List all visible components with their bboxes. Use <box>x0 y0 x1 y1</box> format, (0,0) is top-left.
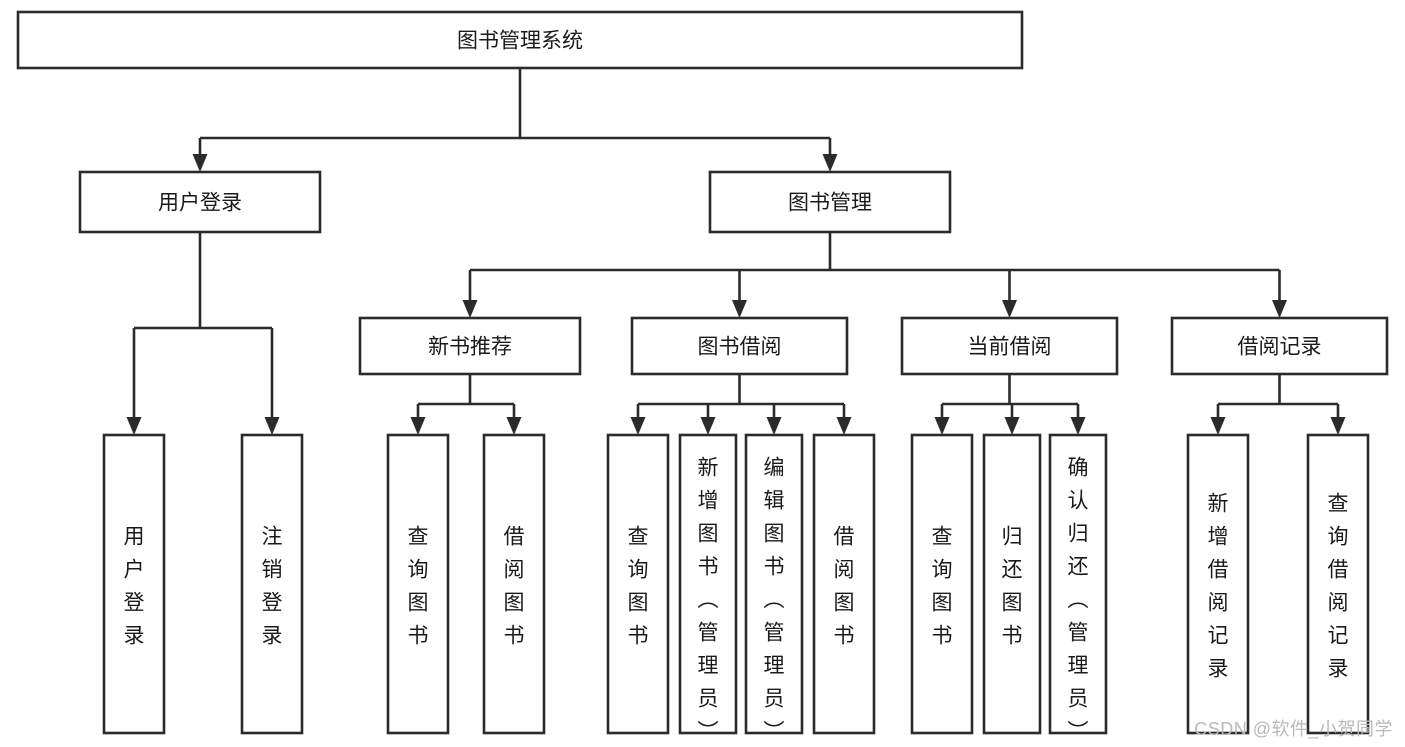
node-level3-2-rect <box>900 316 1119 376</box>
watermark-text: CSDN @软件_小贺同学 <box>1194 719 1393 739</box>
node-book-management-label: 图书管理 <box>788 192 872 215</box>
user-login-to-leaves-arrow-1-head <box>264 417 280 435</box>
leaf-current-borrow-1-rect <box>982 433 1042 735</box>
node-layer: 图书管理系统用户登录图书管理新书推荐图书借阅当前借阅借阅记录用户登录注销登录查询… <box>16 10 1389 744</box>
leaf-recommend-1-rect <box>482 433 546 735</box>
books-to-level3-arrow-1-head <box>732 300 747 318</box>
leaf-book-borrow-2-rect <box>744 433 804 735</box>
books-to-level3-arrow-3-head <box>1272 300 1287 318</box>
leaf-current-borrow-2-rect <box>1048 433 1108 735</box>
books-to-level3-arrow-0-head <box>462 300 478 318</box>
leaf-book-borrow-0-label: 查询图书 <box>628 526 649 648</box>
node-level3-0-rect <box>358 316 582 376</box>
leaf-user-login-1-rect <box>240 433 304 735</box>
leaf-current-borrow-0-rect <box>910 433 974 735</box>
node-level3-3-label: 借阅记录 <box>1238 336 1322 359</box>
node-user-login[interactable]: 用户登录 <box>78 170 322 234</box>
leaf-book-borrow-1[interactable]: 新增图书︵管理员︶ <box>678 433 738 744</box>
leaf-current-borrow-2-label: 确认归还︵管理员︶ <box>1068 457 1089 744</box>
record-to-leaves-arrow-1-head <box>1330 417 1346 435</box>
recommend-to-leaves-arrow-1-head <box>506 417 522 435</box>
leaf-book-borrow-1-rect <box>678 433 738 735</box>
leaf-user-login-1[interactable]: 注销登录 <box>240 433 304 735</box>
leaf-current-borrow-0[interactable]: 查询图书 <box>910 433 974 735</box>
leaf-book-borrow-3-rect <box>812 433 876 735</box>
node-user-login-rect <box>78 170 322 234</box>
leaf-current-borrow-1[interactable]: 归还图书 <box>982 433 1042 735</box>
leaf-borrow-record-0[interactable]: 新增借阅记录 <box>1186 433 1250 735</box>
leaf-book-borrow-1-label: 新增图书︵管理员︶ <box>698 457 719 744</box>
leaf-borrow-record-1[interactable]: 查询借阅记录 <box>1306 433 1370 735</box>
node-root-system[interactable]: 图书管理系统 <box>16 10 1024 70</box>
leaf-recommend-1-label: 借阅图书 <box>504 526 525 648</box>
node-level3-3-rect <box>1170 316 1389 376</box>
node-book-management[interactable]: 图书管理 <box>708 170 952 234</box>
leaf-book-borrow-0[interactable]: 查询图书 <box>606 433 670 735</box>
leaf-current-borrow-2[interactable]: 确认归还︵管理员︶ <box>1048 433 1108 744</box>
node-level3-1-rect <box>630 316 849 376</box>
node-level3-0-label: 新书推荐 <box>428 336 512 359</box>
node-level3-1[interactable]: 图书借阅 <box>630 316 849 376</box>
node-root-system-label: 图书管理系统 <box>457 30 583 53</box>
current-to-leaves-arrow-2-head <box>1070 417 1086 435</box>
root-to-level2-arrow-1-head <box>822 154 838 172</box>
node-level3-3[interactable]: 借阅记录 <box>1170 316 1389 376</box>
root-to-level2-arrow-0-head <box>192 154 208 172</box>
node-level3-0[interactable]: 新书推荐 <box>358 316 582 376</box>
leaf-user-login-1-label: 注销登录 <box>262 526 283 648</box>
leaf-book-borrow-2[interactable]: 编辑图书︵管理员︶ <box>744 433 804 744</box>
leaf-recommend-0-rect <box>386 433 450 735</box>
borrow-to-leaves-arrow-0-head <box>630 417 646 435</box>
node-user-login-label: 用户登录 <box>158 192 242 215</box>
leaf-book-borrow-3-label: 借阅图书 <box>834 526 855 648</box>
record-to-leaves-arrow-0-head <box>1210 417 1226 435</box>
leaf-user-login-0-rect <box>102 433 166 735</box>
borrow-to-leaves-arrow-3-head <box>836 417 852 435</box>
leaf-current-borrow-0-label: 查询图书 <box>932 526 953 648</box>
user-login-to-leaves-arrow-0-head <box>126 417 142 435</box>
borrow-to-leaves-arrow-1-head <box>700 417 716 435</box>
leaf-recommend-1[interactable]: 借阅图书 <box>482 433 546 735</box>
leaf-user-login-0-label: 用户登录 <box>124 526 145 648</box>
connector-layer <box>126 68 1346 435</box>
leaf-book-borrow-0-rect <box>606 433 670 735</box>
node-level3-2-label: 当前借阅 <box>968 336 1052 359</box>
leaf-user-login-0[interactable]: 用户登录 <box>102 433 166 735</box>
leaf-borrow-record-1-label: 查询借阅记录 <box>1328 493 1349 681</box>
leaf-borrow-record-0-rect <box>1186 433 1250 735</box>
recommend-to-leaves-arrow-0-head <box>410 417 426 435</box>
node-book-management-rect <box>708 170 952 234</box>
node-level3-1-label: 图书借阅 <box>698 336 782 359</box>
books-to-level3-arrow-2-head <box>1002 300 1017 318</box>
leaf-book-borrow-2-label: 编辑图书︵管理员︶ <box>764 457 785 744</box>
node-root-system-rect <box>16 10 1024 70</box>
leaf-borrow-record-1-rect <box>1306 433 1370 735</box>
leaf-current-borrow-1-label: 归还图书 <box>1002 526 1023 648</box>
borrow-to-leaves-arrow-2-head <box>766 417 782 435</box>
leaf-borrow-record-0-label: 新增借阅记录 <box>1208 493 1229 681</box>
leaf-book-borrow-3[interactable]: 借阅图书 <box>812 433 876 735</box>
leaf-recommend-0[interactable]: 查询图书 <box>386 433 450 735</box>
node-level3-2[interactable]: 当前借阅 <box>900 316 1119 376</box>
current-to-leaves-arrow-1-head <box>1004 417 1020 435</box>
leaf-recommend-0-label: 查询图书 <box>408 526 429 648</box>
current-to-leaves-arrow-0-head <box>934 417 950 435</box>
